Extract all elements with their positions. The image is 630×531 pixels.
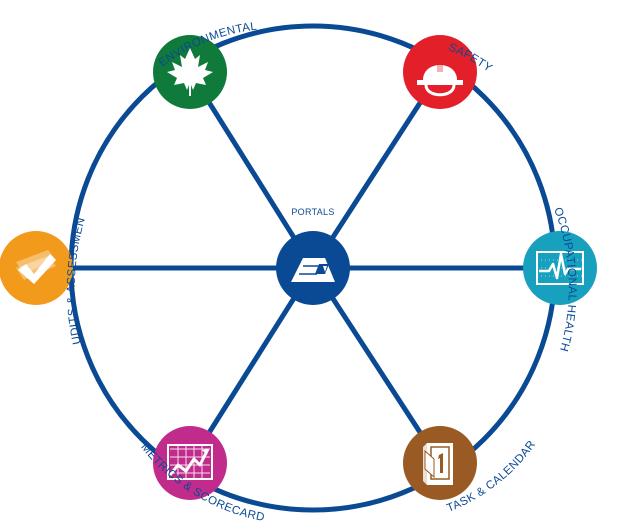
node-metrics-scorecard[interactable]: METRICS & SCORECARD [138,426,265,524]
portals-label: PORTALS [291,207,334,217]
hard-hat-icon [417,60,463,97]
occupational-health-circle [523,231,597,305]
heartbeat-monitor-icon [536,251,584,285]
node-audits-assessments[interactable]: AUDITS & ASSESSMENTS [0,0,88,345]
maple-leaf-icon [167,48,213,96]
audits-assessments-circle [0,231,73,305]
spoke-task-calendar [310,266,443,465]
node-safety[interactable]: SAFETY [403,35,494,109]
spoke-environmental [187,70,316,270]
node-portals[interactable]: PORTALS [276,207,350,305]
calendar-icon [423,443,453,485]
node-occupational-health[interactable]: OCCUPATIONAL HEALTH [523,206,597,353]
spokes [36,70,560,465]
node-environmental[interactable]: ENVIRONMENTAL [153,21,258,109]
node-task-calendar[interactable]: TASK & CALENDAR [403,426,538,515]
spoke-metrics-scorecard [187,266,316,465]
spoke-safety [310,70,443,270]
checkmark-icon [16,250,56,284]
pyramid-icon [291,258,335,282]
line-graph-icon [167,444,213,480]
